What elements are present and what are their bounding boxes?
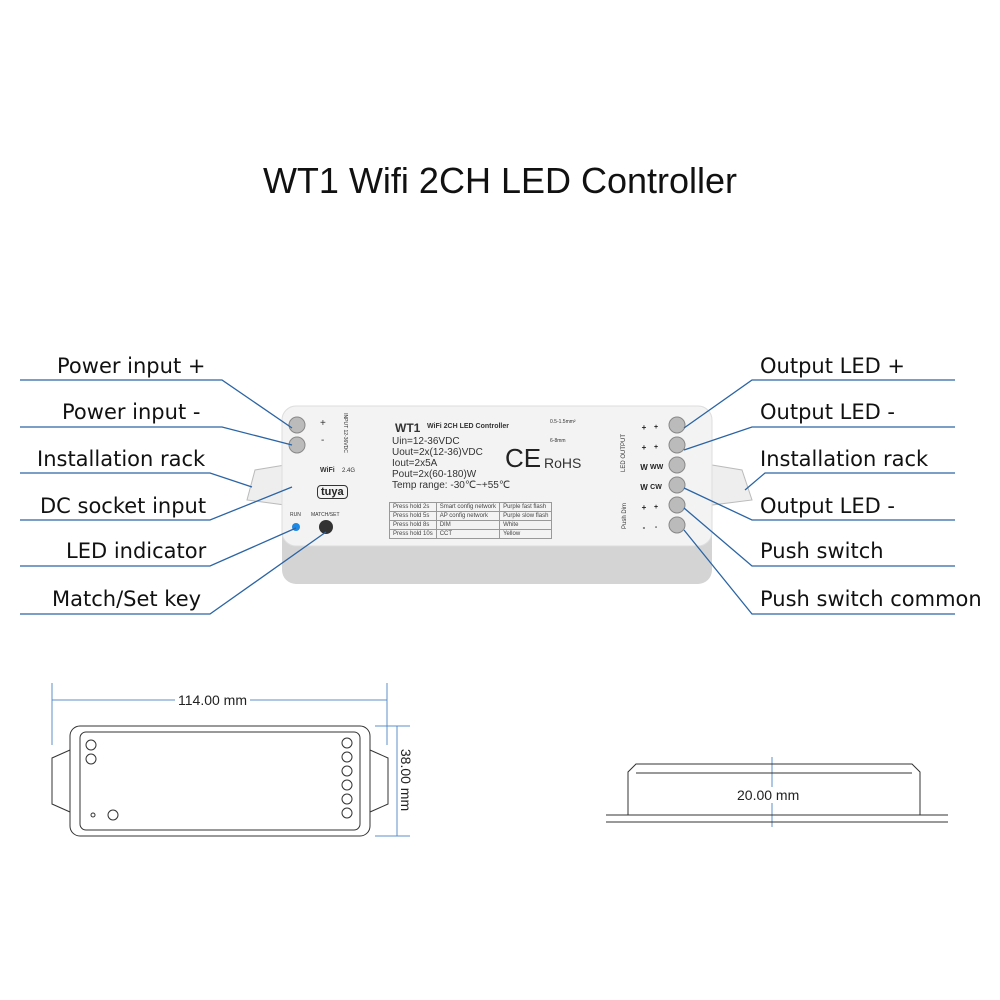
- match-set-label: MATCH/SET: [311, 512, 340, 518]
- dimension-length: 114.00 mm: [175, 692, 250, 708]
- label-output-led-minus-1: Output LED -: [760, 400, 896, 424]
- wifi-label: WiFi: [320, 467, 335, 474]
- label-dc-socket-input: DC socket input: [40, 494, 207, 518]
- label-led-indicator: LED indicator: [66, 539, 207, 563]
- input-plus: +: [320, 418, 326, 429]
- led-output-label: LED OUTPUT: [621, 433, 628, 473]
- input-minus: -: [321, 435, 325, 446]
- spec-uout: Uout=2x(12-36)VDC: [392, 447, 483, 458]
- device-name: WiFi 2CH LED Controller: [427, 423, 509, 430]
- spec-temp: Temp range: -30℃~+55℃: [392, 480, 511, 491]
- right-flange: [711, 464, 753, 506]
- input-label: INPUT 12-36VDC: [341, 413, 348, 453]
- ce-mark: CE: [505, 443, 542, 473]
- wire-spec: 0.5-1.5mm²: [550, 419, 576, 425]
- tuya-logo: tuya: [317, 485, 348, 499]
- label-match-set-key: Match/Set key: [52, 587, 202, 611]
- terminal-screws: [288, 416, 686, 534]
- label-installation-rack-left: Installation rack: [37, 447, 206, 471]
- device-model: WT1: [395, 421, 421, 435]
- label-output-led-minus-2: Output LED -: [760, 494, 896, 518]
- label-output-led-plus: Output LED +: [760, 354, 906, 378]
- dimension-height: 20.00 mm: [735, 787, 802, 803]
- top-view: [51, 725, 389, 837]
- left-flange: [246, 464, 286, 506]
- push-dim-label: Push Dim: [622, 502, 629, 530]
- strip-length: 6-8mm: [550, 438, 566, 444]
- band-label: 2.4G: [342, 468, 356, 474]
- spec-pout: Pout=2x(60-180)W: [392, 469, 477, 480]
- dimension-width: 38.00 mm: [398, 745, 415, 815]
- spec-uin: Uin=12-36VDC: [392, 436, 460, 447]
- run-label: RUN: [290, 512, 301, 518]
- label-push-switch-common: Push switch common: [760, 587, 982, 611]
- label-power-input-plus: Power input +: [57, 354, 206, 378]
- spec-list: Uin=12-36VDC Uout=2x(12-36)VDC Iout=2x5A…: [392, 436, 510, 491]
- label-push-switch: Push switch: [760, 539, 884, 563]
- side-view: [606, 763, 948, 823]
- rohs-mark: RoHS: [544, 455, 582, 471]
- page-title: WT1 Wifi 2CH LED Controller: [262, 160, 738, 201]
- label-power-input-minus: Power input -: [62, 400, 201, 424]
- label-installation-rack-right: Installation rack: [760, 447, 929, 471]
- match-set-key: [319, 520, 333, 534]
- spec-iout: Iout=2x5A: [392, 458, 438, 469]
